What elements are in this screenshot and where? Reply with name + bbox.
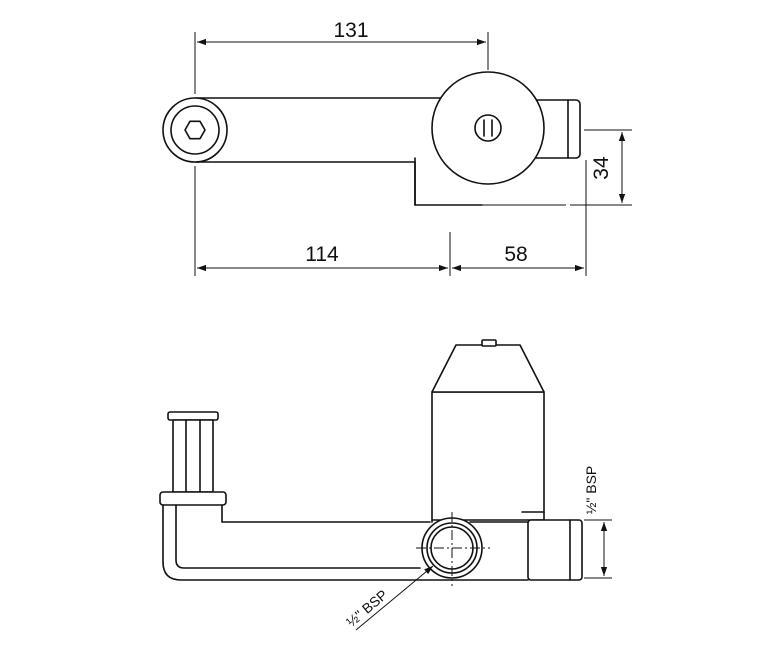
side-outlet-stub [527, 519, 583, 581]
horizontal-pipe [162, 504, 529, 581]
dimension-height: 34 [570, 129, 632, 206]
top-view-arm [194, 97, 483, 206]
screw-slot-icon [483, 119, 493, 137]
dimension-114-label: 114 [305, 243, 339, 266]
inlet-thread-callout: ½" BSP [343, 565, 434, 631]
outlet-thread-label: ½" BSP [583, 466, 599, 515]
side-view: ½" BSP ½" BSP [159, 339, 612, 631]
dimension-bottom-chain: 114 58 [194, 160, 587, 276]
valve-cartridge [431, 339, 545, 523]
hex-socket-icon [184, 120, 206, 140]
dimension-34-label: 34 [590, 156, 613, 180]
top-view: 131 114 58 34 [162, 19, 632, 276]
dimension-overall-length: 131 [194, 19, 489, 94]
outlet-thread-callout: ½" BSP [583, 466, 612, 579]
inlet-thread-label: ½" BSP [343, 586, 390, 629]
dimension-131-label: 131 [333, 19, 368, 42]
top-view-left-end [162, 97, 228, 163]
inlet-thread-port [416, 512, 490, 586]
top-view-valve-body [431, 71, 566, 206]
riser-pipe [159, 411, 227, 506]
dimension-58-label: 58 [504, 243, 527, 266]
